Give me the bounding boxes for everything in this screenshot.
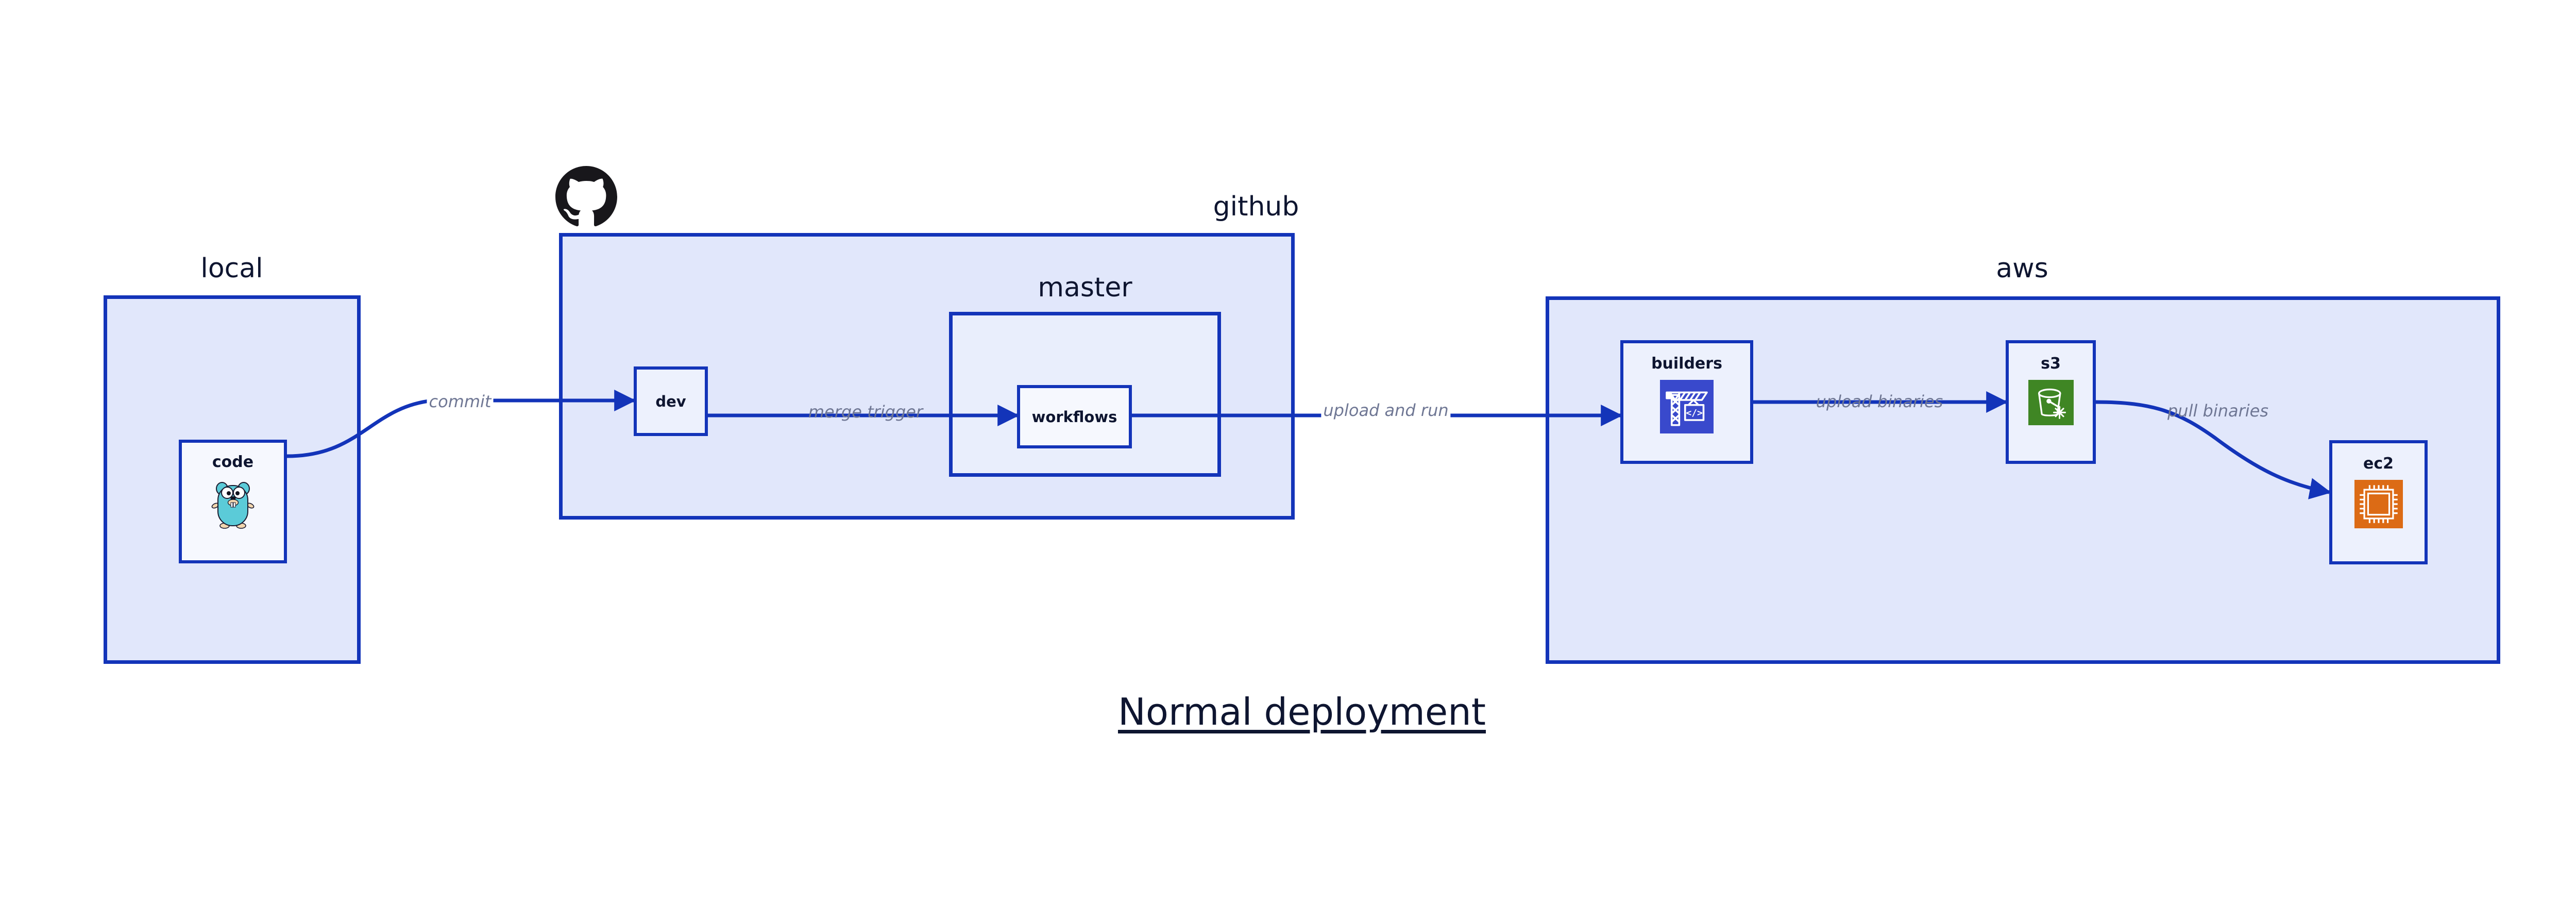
edge-label-upload-and-run: upload and run	[1321, 400, 1451, 420]
page-title: Normal deployment	[1117, 690, 1486, 733]
group-title-master: master	[1038, 272, 1132, 303]
node-label-s3: s3	[2041, 355, 2061, 373]
cpu-chip-icon	[2354, 480, 2403, 530]
crane-code-icon: </>	[1660, 380, 1714, 436]
bucket-snowflake-icon	[2028, 380, 2074, 427]
svg-text:</>: </>	[1686, 408, 1702, 419]
node-label-builders: builders	[1651, 355, 1722, 373]
edge-label-merge-trigger: merge trigger	[808, 402, 923, 422]
node-s3[interactable]: s3	[2006, 340, 2096, 464]
group-title-github: github	[1213, 191, 1299, 222]
group-title-local: local	[200, 253, 263, 284]
go-gopher-icon	[211, 477, 255, 531]
node-builders[interactable]: builders </>	[1620, 340, 1753, 464]
github-octocat-icon	[555, 166, 617, 228]
node-label-ec2: ec2	[2363, 455, 2394, 473]
node-code[interactable]: code	[179, 440, 287, 563]
node-label-code: code	[212, 453, 254, 471]
node-label-dev: dev	[655, 392, 686, 410]
node-dev[interactable]: dev	[634, 366, 708, 436]
node-label-workflows: workflows	[1031, 408, 1117, 426]
edge-label-commit: commit	[427, 392, 494, 411]
edge-label-upload-binaries: upload binaries	[1816, 392, 1943, 411]
edge-commit	[286, 390, 636, 458]
node-ec2[interactable]: ec2	[2329, 440, 2428, 564]
edge-pull-binaries	[2095, 400, 2332, 499]
group-title-aws: aws	[1996, 253, 2048, 284]
edge-label-pull-binaries: pull binaries	[2167, 401, 2269, 421]
node-workflows[interactable]: workflows	[1017, 385, 1132, 448]
